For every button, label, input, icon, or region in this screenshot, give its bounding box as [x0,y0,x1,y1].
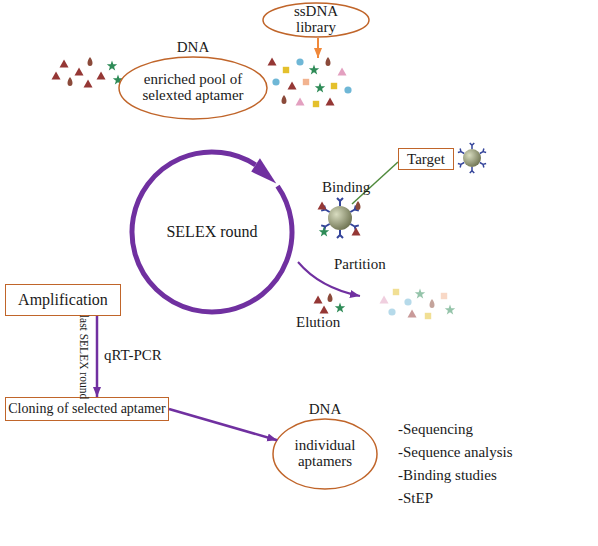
node-text: Target [407,151,445,168]
flow-arrow [169,409,277,440]
aptamer-shape [356,201,361,210]
aptamer-shape [335,303,345,313]
aptamer-shape [320,306,329,314]
node-text: Amplification [18,291,108,309]
node-heading: DNA [118,38,268,56]
aptamer-shape [52,72,61,80]
discarded-shape [430,299,435,308]
library-shape [296,98,305,106]
aptamer-shape [328,293,333,302]
pool-ellipse: DNA enriched pool of selexted aptamer [118,38,268,120]
aptamer-cluster [52,57,124,88]
discarded-shape [404,298,411,305]
discarded-shape [388,308,395,315]
aptamer-shape [88,57,93,66]
discarded-shape [415,289,425,299]
node-body: SELEX round [127,147,297,317]
library-shape [344,86,351,93]
node-text: ssDNA library [278,4,354,36]
aptamer-shape [319,227,329,237]
free-label: Binding [322,179,370,196]
free-label: -Sequencing [398,421,473,438]
free-label: -Sequence analysis [398,444,513,461]
library-shape [283,67,289,73]
discarded-shape [425,313,431,319]
discarded-shape [408,310,417,318]
library-shape [282,95,287,104]
node-body: enriched pool of selexted aptamer [118,56,268,120]
cycle-arrowhead [251,158,276,183]
library-shape [296,58,303,65]
ellipse-outline [119,57,267,119]
library-shape [288,82,297,90]
node-text: Cloning of selected aptamer [8,401,165,417]
ellipse-outline [263,3,369,37]
aptamer-shape [84,80,93,88]
aptamer-shape [314,296,323,304]
node-text: SELEX round [166,224,257,241]
feed-arrow [317,38,319,58]
process-box: Amplification [5,284,121,316]
node-heading: DNA [272,400,378,418]
library-shape [338,68,347,76]
selex-cycle: SELEX round [127,147,297,317]
discarded-cluster [380,289,456,320]
node-text: enriched pool of selexted aptamer [134,72,252,104]
ellipse-outline [273,419,377,489]
library-shape [313,101,319,107]
flow-arrow [96,316,99,397]
edge-label: qRT-PCR [104,347,162,364]
target-icon [458,143,486,173]
free-label: -StEP [398,490,433,507]
bound-target [318,198,361,238]
library-shape [315,83,325,93]
node-text: individual aptamers [288,438,362,470]
aptamer-shape [107,61,117,71]
aptamer-shape [75,68,84,76]
process-box: Cloning of selected aptamer [5,397,169,421]
library-ellipse: ssDNA library [262,2,370,38]
rotated-label: last SELEX round [78,315,91,399]
discarded-shape [445,305,455,315]
aptamer-ellipse: DNA individual aptamers [272,400,378,490]
free-label: Partition [334,256,386,273]
aptamer-shape [60,60,69,68]
library-shape [331,83,337,89]
eluted-cluster [314,293,346,314]
node-body: ssDNA library [262,2,370,38]
free-label: Elution [296,314,340,331]
aptamer-shape [352,228,361,236]
library-shape [326,98,335,106]
library-shape [326,57,331,66]
library-shape [303,79,309,85]
library-shape [272,78,279,85]
aptamer-shape [318,202,327,210]
node-body: individual aptamers [272,418,378,490]
aptamer-shape [97,72,106,80]
library-shape [268,58,277,66]
target-box: Target [398,148,454,170]
discarded-shape [441,293,447,299]
aptamer-shape [68,77,73,86]
free-label: -Binding studies [398,467,497,484]
library-shape [309,65,319,75]
library-cluster [268,57,352,107]
discarded-shape [380,296,389,304]
discarded-shape [393,289,399,295]
cycle-arc [132,152,292,312]
